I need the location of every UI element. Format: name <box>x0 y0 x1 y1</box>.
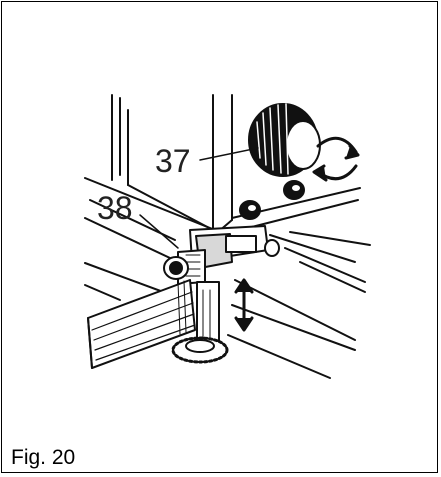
base-disc <box>171 336 229 364</box>
adjustment-knob-icon <box>248 103 321 177</box>
callout-38-leader <box>139 214 179 249</box>
workpiece-strip <box>87 279 196 369</box>
up-down-arrow-icon <box>234 278 254 332</box>
clamp-assembly <box>163 225 280 285</box>
rotate-arrows-icon <box>312 136 360 182</box>
figure-caption: Fig. 20 <box>11 446 76 469</box>
callout-38: 38 <box>97 190 133 226</box>
column-post <box>196 281 220 343</box>
callout-37: 37 <box>155 143 191 179</box>
bolt-heads <box>239 180 305 220</box>
callout-37-leader <box>199 147 259 161</box>
